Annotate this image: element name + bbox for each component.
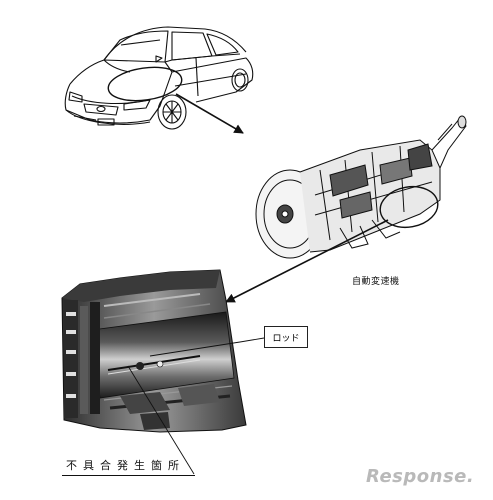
arrow-transmission-to-cutaway bbox=[225, 219, 389, 303]
defect-location-label: 不具合発生箇所 bbox=[66, 459, 185, 472]
rod-label-box: ロッド bbox=[264, 326, 308, 348]
defect-leader-line bbox=[127, 365, 195, 475]
defect-label-underline bbox=[62, 475, 195, 476]
transmission-cutaway-icon bbox=[61, 269, 247, 433]
arrow-car-to-transmission bbox=[175, 93, 244, 134]
rod-label: ロッド bbox=[272, 333, 300, 344]
transmission-label: 自動変速機 bbox=[352, 277, 400, 287]
rod-leader-line bbox=[149, 337, 265, 357]
response-logo: Response. bbox=[366, 466, 475, 487]
car-line-drawing-icon bbox=[64, 26, 254, 130]
transmission-drawing-icon bbox=[255, 115, 467, 259]
car-highlight-ellipse bbox=[107, 66, 183, 102]
transmission-highlight-ellipse bbox=[379, 185, 439, 229]
